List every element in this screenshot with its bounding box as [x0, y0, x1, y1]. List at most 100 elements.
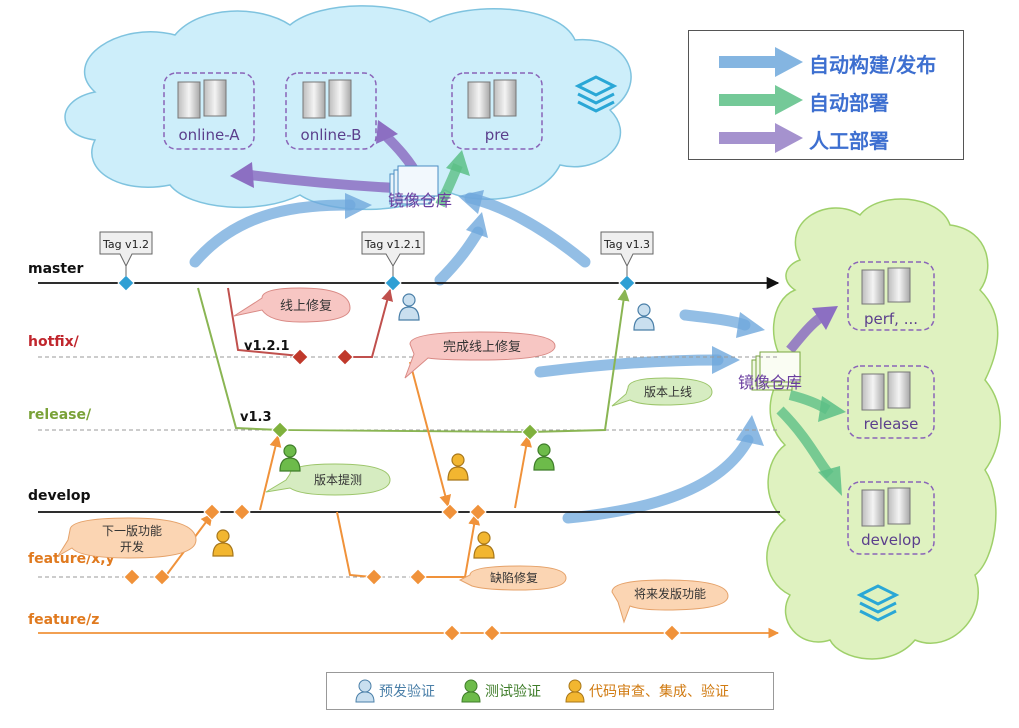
person-icon-preview — [398, 293, 420, 321]
bubble-online-fix: 线上修复 — [233, 287, 351, 323]
commits-feature-z — [443, 624, 681, 642]
hotfix-connectors — [227, 287, 393, 358]
person-icon — [355, 679, 375, 703]
footer-legend: 预发验证 测试验证 代码审查、集成、验证 — [326, 672, 774, 710]
legend-label: 自动部署 — [809, 91, 889, 115]
bubble-text: 版本上线 — [644, 385, 692, 399]
commit-node[interactable] — [117, 274, 135, 292]
commit-node[interactable] — [271, 421, 289, 439]
server-label: pre — [485, 126, 510, 144]
commit-node[interactable] — [153, 568, 171, 586]
commit-node[interactable] — [483, 624, 501, 642]
bubble-bug-fix: 缺陷修复 — [458, 565, 567, 591]
bubble-text: 版本提测 — [314, 472, 362, 487]
commit-node[interactable] — [618, 274, 636, 292]
tag-v1-2: Tag v1.2 — [99, 231, 153, 276]
commits-master — [117, 274, 636, 292]
server-label: release — [864, 415, 919, 433]
stack-icon — [574, 75, 618, 113]
tag-v1-3: Tag v1.3 — [600, 231, 654, 276]
person-icon-review — [447, 453, 469, 481]
tag-label: Tag v1.2.1 — [364, 238, 422, 251]
repo-label: 镜像仓库 — [388, 191, 452, 210]
server-group-online-b: online-B — [285, 72, 377, 150]
tag-v1-2-1: Tag v1.2.1 — [361, 231, 425, 276]
tag-label: Tag v1.3 — [603, 238, 650, 251]
commit-node[interactable] — [441, 503, 459, 521]
bubble-text: 下一版功能 — [102, 524, 162, 538]
release-version-label: v1.3 — [240, 410, 272, 425]
commit-node[interactable] — [203, 503, 221, 521]
bubble-text: 缺陷修复 — [490, 570, 538, 585]
branch-label-feature-z: feature/z — [28, 612, 99, 628]
commit-node[interactable] — [123, 568, 141, 586]
tag-label: Tag v1.2 — [102, 238, 149, 251]
commit-node[interactable] — [409, 568, 427, 586]
person-icon-test — [533, 443, 555, 471]
server-label: online-A — [178, 126, 240, 144]
repo-label: 镜像仓库 — [738, 373, 802, 392]
person-icon — [461, 679, 481, 703]
branch-label-release: release/ — [28, 407, 92, 423]
server-group-online-a: online-A — [163, 72, 255, 150]
arrow-right-icon — [719, 85, 803, 115]
server-group-develop: develop — [847, 481, 935, 555]
bubble-text: 完成线上修复 — [443, 340, 521, 355]
commit-node[interactable] — [291, 348, 309, 366]
bubble-version-online: 版本上线 — [611, 377, 713, 407]
commit-node[interactable] — [365, 568, 383, 586]
commit-node[interactable] — [443, 624, 461, 642]
footer-label: 测试验证 — [485, 684, 541, 700]
bubble-text: 将来发版功能 — [634, 586, 706, 601]
image-repo-prod: 镜像仓库 — [388, 165, 452, 210]
commit-node[interactable] — [336, 348, 354, 366]
release-connectors — [197, 287, 630, 433]
hotfix-version-label: v1.2.1 — [244, 339, 290, 354]
bubble-complete-fix: 完成线上修复 — [404, 331, 556, 379]
commits-hotfix — [291, 348, 354, 366]
legend-item-manual-deploy: 人工部署 — [689, 121, 965, 155]
auto-deploy-arrows — [435, 150, 846, 496]
server-group-pre: pre — [451, 72, 543, 150]
person-icon — [565, 679, 585, 703]
server-label: perf, ... — [864, 310, 918, 328]
branch-lines — [38, 276, 780, 639]
bubble-next-feature: 下一版功能 开发 — [57, 517, 197, 559]
commits-release — [271, 421, 539, 441]
person-icon-review — [473, 531, 495, 559]
footer-label: 预发验证 — [379, 684, 435, 700]
legend: 自动构建/发布 自动部署 人工部署 — [688, 30, 964, 160]
build-arrowheads — [345, 190, 765, 446]
commit-node[interactable] — [384, 274, 402, 292]
person-icon-preview — [633, 303, 655, 331]
person-icon-test — [279, 444, 301, 472]
server-group-perf: perf, ... — [847, 261, 935, 331]
footer-label: 代码审查、集成、验证 — [589, 684, 729, 700]
arrow-right-icon — [719, 123, 803, 153]
legend-item-build: 自动构建/发布 — [689, 45, 965, 79]
bubble-version-test: 版本提测 — [265, 463, 391, 496]
legend-label: 自动构建/发布 — [809, 53, 937, 77]
arrow-right-icon — [719, 47, 803, 77]
branch-label-hotfix: hotfix/ — [28, 334, 80, 350]
commit-node[interactable] — [521, 423, 539, 441]
person-icon-review — [212, 529, 234, 557]
commits-develop — [203, 503, 487, 521]
bubble-text: 线上修复 — [280, 299, 332, 314]
commit-node[interactable] — [233, 503, 251, 521]
commits-feature-xy — [123, 568, 427, 586]
server-label: develop — [861, 531, 921, 549]
bubble-future-feature: 将来发版功能 — [611, 579, 729, 624]
server-group-release: release — [847, 365, 935, 439]
branch-label-master: master — [28, 261, 84, 277]
stack-icon — [856, 584, 900, 622]
server-label: online-B — [301, 126, 362, 144]
image-repo-test: 镜像仓库 — [738, 351, 802, 392]
commit-node[interactable] — [469, 503, 487, 521]
legend-item-auto-deploy: 自动部署 — [689, 83, 965, 117]
branch-label-develop: develop — [28, 488, 91, 504]
commit-node[interactable] — [663, 624, 681, 642]
legend-label: 人工部署 — [809, 129, 889, 153]
bubble-text: 开发 — [120, 539, 144, 554]
